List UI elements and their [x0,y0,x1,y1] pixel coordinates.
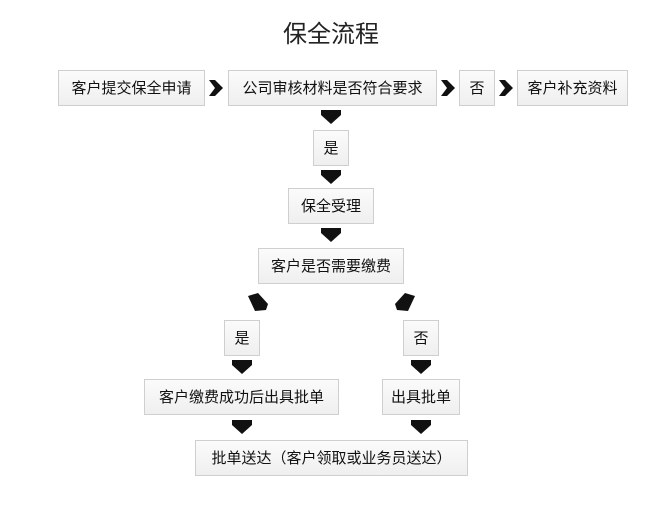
node-no-branch-2: 否 [403,320,439,356]
node-customer-supplement-materials: 客户补充资料 [517,70,628,106]
arrow-down-1 [321,110,341,124]
arrow-right-1 [209,80,223,96]
flowchart-title: 保全流程 [283,20,379,48]
node-endorsement-delivery: 批单送达（客户领取或业务员送达） [195,440,468,476]
node-issue-endorsement: 出具批单 [382,379,460,415]
node-yes-branch-2: 是 [224,320,260,356]
arrow-down-2 [321,170,341,184]
node-payment-required-question: 客户是否需要缴费 [258,248,404,284]
node-yes-branch-1: 是 [313,130,349,166]
arrow-down-4 [232,360,252,374]
node-customer-submit-request: 客户提交保全申请 [58,70,205,106]
arrow-right-2 [441,80,455,96]
node-issue-after-payment: 客户缴费成功后出具批单 [144,379,339,415]
node-accept-request: 保全受理 [288,188,374,224]
arrow-down-5 [411,360,431,374]
arrow-down-3 [321,228,341,242]
arrow-diagonal-left [248,293,268,311]
arrow-down-6 [232,420,252,434]
arrow-diagonal-right [395,293,415,311]
node-no-branch-1: 否 [459,70,495,106]
arrow-down-7 [411,420,431,434]
arrow-right-3 [499,80,513,96]
node-company-review-materials: 公司审核材料是否符合要求 [228,70,437,106]
